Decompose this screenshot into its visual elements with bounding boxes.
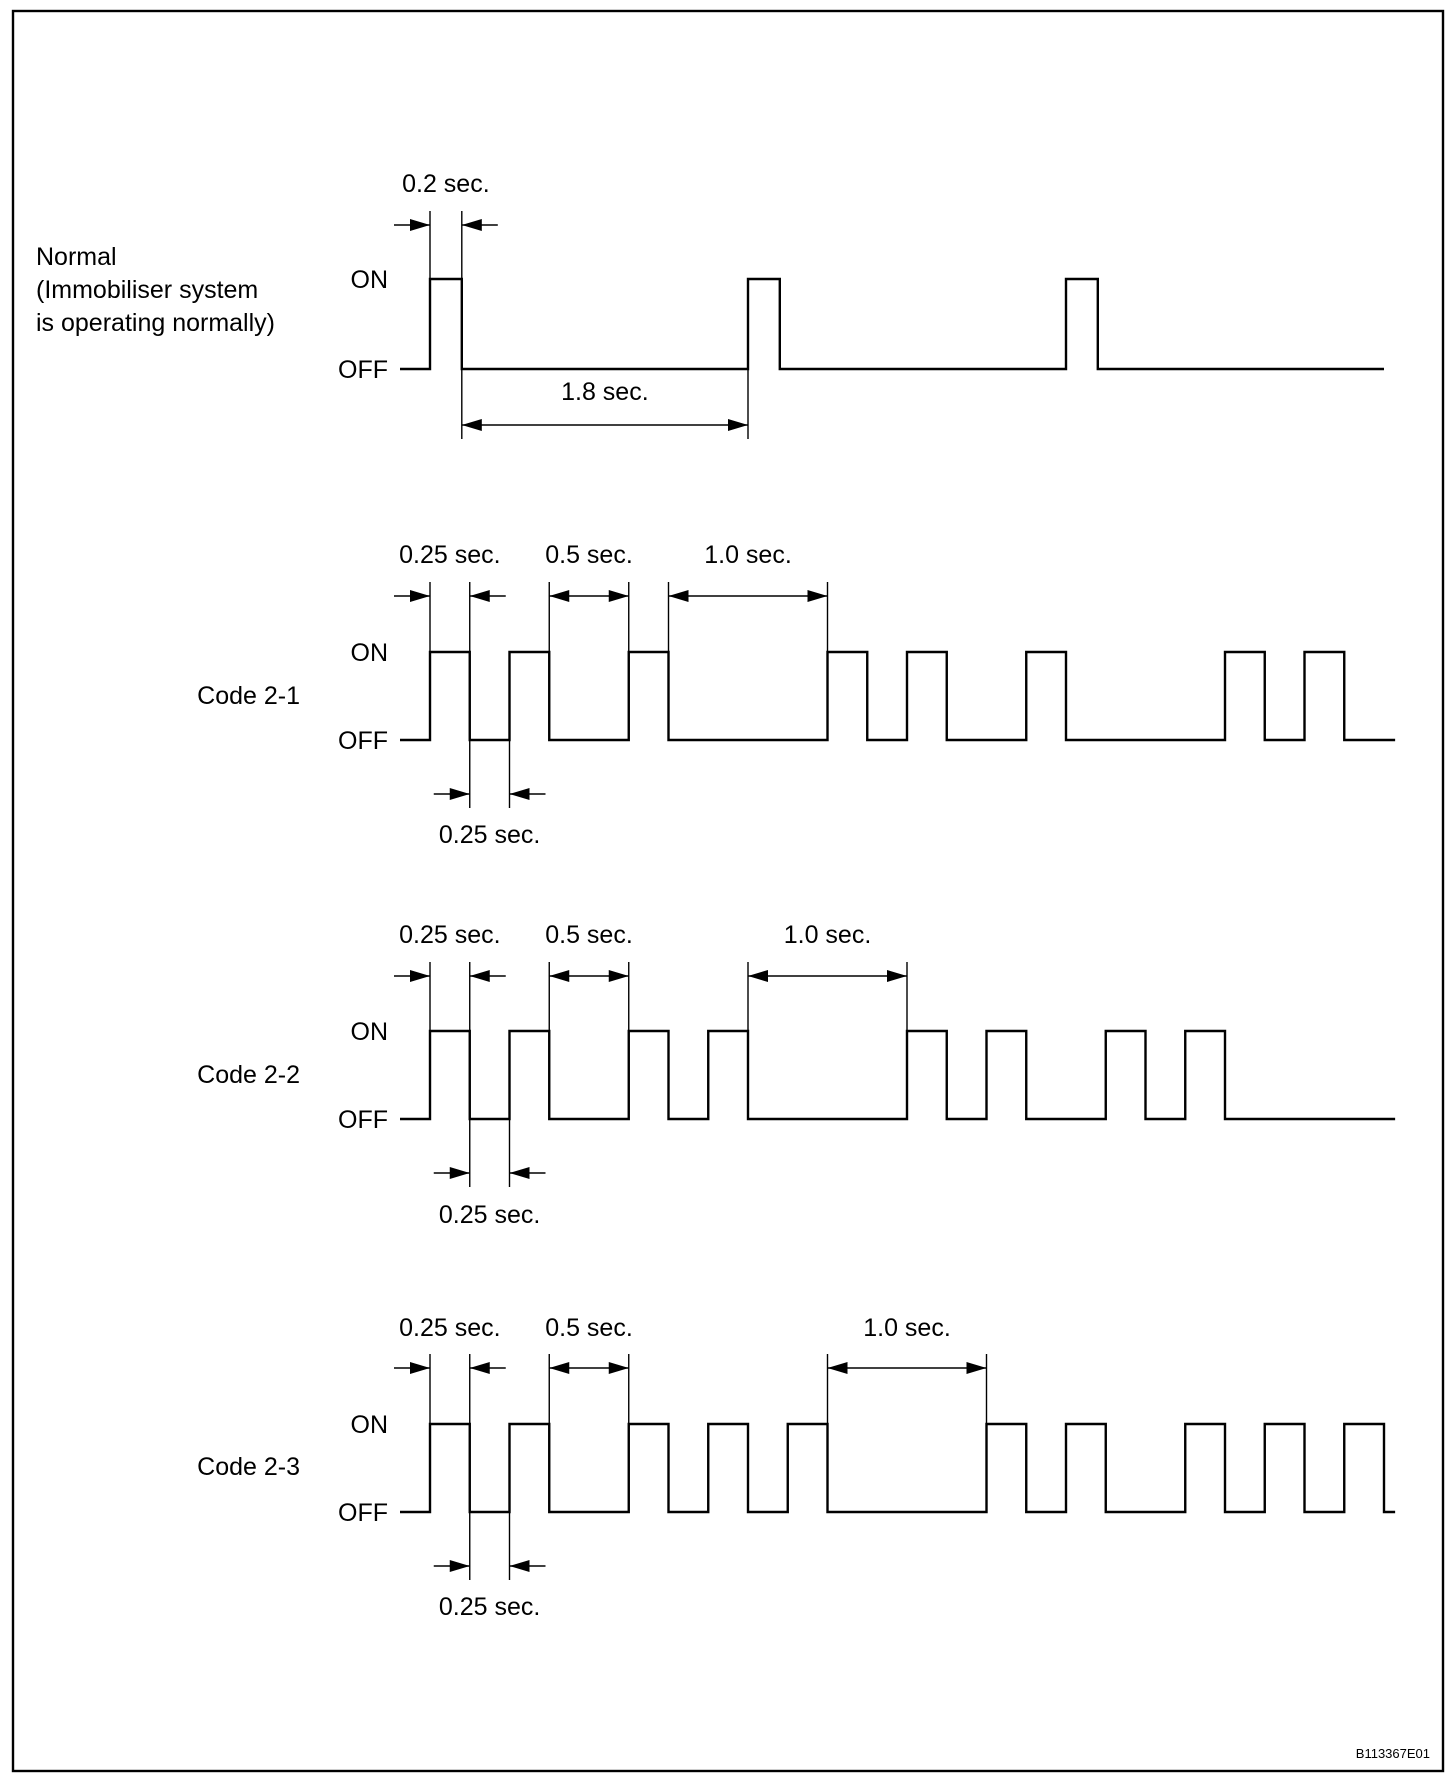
duration-label: 0.5 sec.: [545, 541, 633, 569]
arrow-right-icon: [449, 1560, 470, 1572]
dimension-top-0: 0.2 sec.: [394, 170, 498, 279]
arrow-right-icon: [608, 590, 629, 602]
on-level-label: ON: [351, 266, 389, 294]
on-level-label: ON: [351, 639, 389, 667]
dimension-bottom-3: 0.25 sec.: [433, 1119, 546, 1229]
duration-label: 0.2 sec.: [402, 170, 490, 198]
arrow-right-icon: [410, 970, 430, 982]
duration-label: 0.25 sec.: [399, 1314, 500, 1342]
arrow-left-icon: [549, 590, 570, 602]
signal-waveform: [400, 1422, 1396, 1514]
dimension-top-2: 1.0 sec.: [667, 541, 829, 652]
arrow-right-icon: [807, 590, 828, 602]
arrow-left-icon: [668, 590, 689, 602]
off-level-label: OFF: [338, 1499, 388, 1527]
arrow-left-icon: [549, 970, 570, 982]
arrow-left-icon: [461, 219, 482, 231]
arrow-right-icon: [966, 1362, 987, 1374]
duration-label: 1.0 sec.: [784, 921, 872, 949]
diagram-normal: Normal (Immobiliser system is operating no…: [36, 170, 1384, 439]
arrow-right-icon: [887, 970, 907, 982]
row-label: (Immobiliser system: [36, 276, 258, 304]
duration-label: 1.0 sec.: [704, 541, 792, 569]
arrow-left-icon: [509, 788, 530, 800]
dimension-top-1: 0.5 sec.: [545, 921, 633, 1031]
duration-label: 0.25 sec.: [439, 1593, 540, 1621]
row-label: Code 2-2: [197, 1061, 300, 1089]
duration-label: 1.8 sec.: [561, 378, 649, 406]
arrow-right-icon: [608, 1362, 629, 1374]
arrow-right-icon: [410, 590, 430, 602]
on-level-label: ON: [351, 1018, 389, 1046]
row-label: Normal: [36, 243, 117, 271]
arrow-right-icon: [449, 1167, 470, 1179]
arrow-left-icon: [827, 1362, 848, 1374]
arrow-left-icon: [509, 1560, 530, 1572]
arrow-left-icon: [748, 970, 768, 982]
row-label: Code 2-1: [197, 682, 300, 710]
dimension-top-0: 0.25 sec.: [394, 1314, 506, 1424]
signal-waveform: [400, 277, 1384, 371]
arrow-right-icon: [410, 219, 430, 231]
diagram-code-2-1: Code 2-1 ON OFF 0.25 sec. 0.5 sec. 1.0 sec. 0.…: [197, 541, 1396, 849]
off-level-label: OFF: [338, 727, 388, 755]
dimension-top-2: 1.0 sec.: [826, 1314, 988, 1424]
diagram-code-2-3: Code 2-3 ON OFF 0.25 sec. 0.5 sec. 1.0 sec. 0.…: [197, 1314, 1396, 1621]
diagram-code-2-2: Code 2-2 ON OFF 0.25 sec. 0.5 sec. 1.0 sec. 0.…: [197, 921, 1396, 1229]
arrow-right-icon: [410, 1362, 430, 1374]
off-level-label: OFF: [338, 356, 388, 384]
dimension-bottom-3: 0.25 sec.: [433, 1512, 546, 1621]
signal-waveform: [400, 650, 1396, 742]
dimension-bottom-3: 0.25 sec.: [433, 740, 546, 849]
arrow-left-icon: [549, 1362, 570, 1374]
row-label: Code 2-3: [197, 1453, 300, 1481]
dimension-top-0: 0.25 sec.: [394, 541, 506, 652]
figure-frame: [11, 9, 1445, 1773]
dimension-top-1: 0.5 sec.: [545, 1314, 633, 1424]
dimension-top-1: 0.5 sec.: [545, 541, 633, 652]
duration-label: 0.25 sec.: [399, 541, 500, 569]
duration-label: 0.25 sec.: [399, 921, 500, 949]
off-level-label: OFF: [338, 1106, 388, 1134]
duration-label: 0.5 sec.: [545, 921, 633, 949]
diagrams-group: Normal (Immobiliser system is operating no…: [36, 170, 1396, 1621]
dimension-top-2: 1.0 sec.: [747, 921, 908, 1031]
arrow-left-icon: [469, 590, 490, 602]
duration-label: 0.25 sec.: [439, 1201, 540, 1229]
arrow-left-icon: [469, 970, 490, 982]
dimension-top-0: 0.25 sec.: [394, 921, 506, 1031]
row-label: is operating normally): [36, 309, 275, 337]
on-level-label: ON: [351, 1411, 389, 1439]
duration-label: 1.0 sec.: [863, 1314, 951, 1342]
signal-waveform: [400, 1029, 1396, 1121]
arrow-right-icon: [608, 970, 629, 982]
duration-label: 0.5 sec.: [545, 1314, 633, 1342]
arrow-right-icon: [728, 419, 748, 431]
arrow-left-icon: [509, 1167, 530, 1179]
arrow-left-icon: [469, 1362, 490, 1374]
arrow-left-icon: [461, 419, 482, 431]
arrow-right-icon: [449, 788, 470, 800]
dimension-bottom-1: 1.8 sec.: [461, 369, 749, 439]
duration-label: 0.25 sec.: [439, 821, 540, 849]
figure-id: B113367E01: [1356, 1746, 1430, 1761]
